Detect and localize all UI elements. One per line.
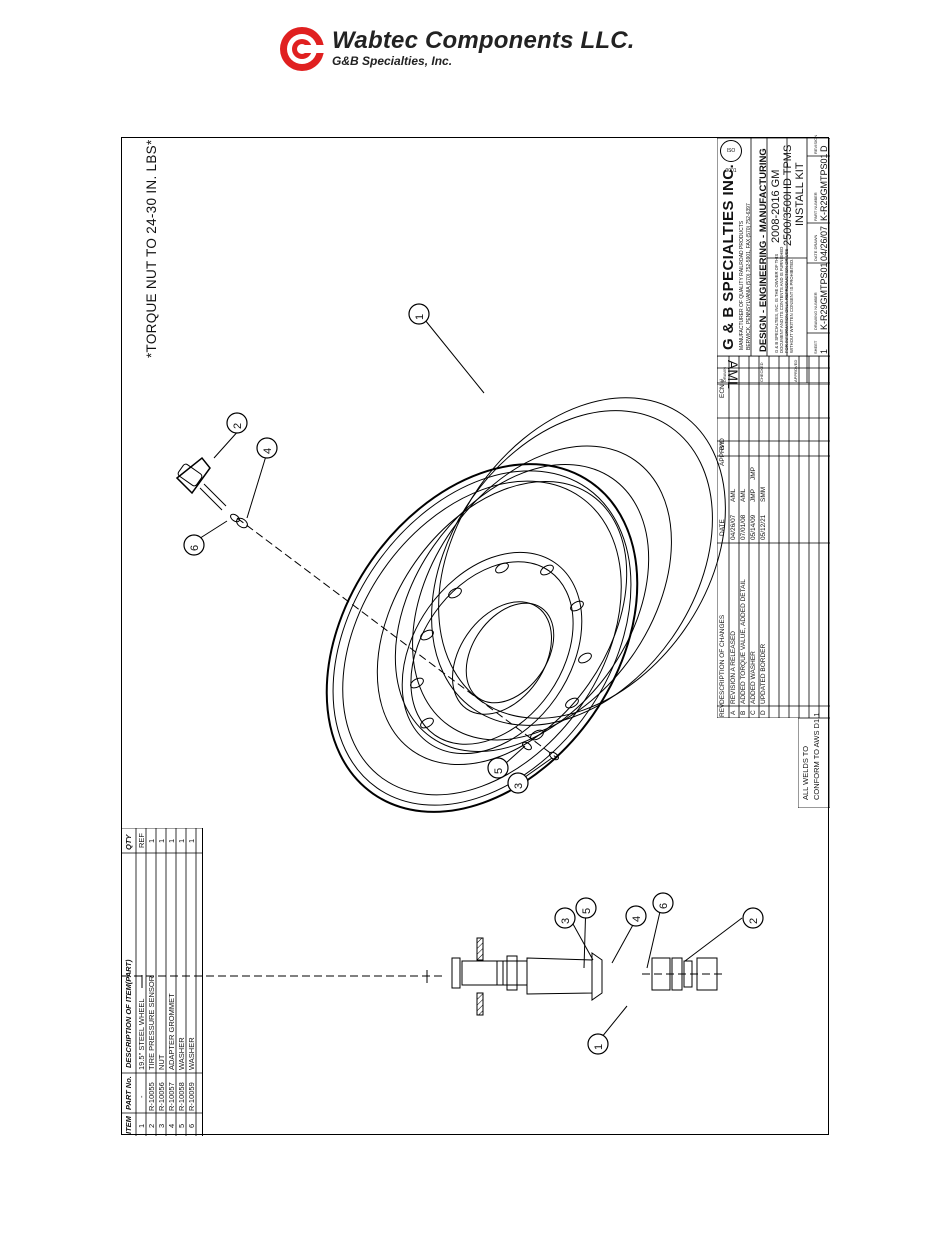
sheet-value: 1 xyxy=(819,348,829,354)
balloon-label-3: 3 xyxy=(513,782,525,789)
iso-badge: ISO 9001 xyxy=(720,140,742,174)
rev-row-c-desc: ADDED WASHER xyxy=(750,651,757,704)
company-name: Wabtec Components LLC. xyxy=(332,27,635,54)
balloon-label-4: 4 xyxy=(262,447,274,454)
company-subsidiary: G&B Specialties, Inc. xyxy=(332,54,453,68)
rev-row-b-date: 07/01/08 xyxy=(740,514,747,540)
parts-grid xyxy=(122,828,202,1136)
revision-grid xyxy=(717,356,830,718)
rev-header-desc: DESCRIPTION OF CHANGES xyxy=(719,614,726,704)
parts-list-table: ITEM PART No. DESCRIPTION OF ITEM(PART) … xyxy=(122,828,203,1136)
parts-row-4-qty: 1 xyxy=(167,838,176,843)
parts-row-6-desc: WASHER xyxy=(187,1037,196,1070)
balloon-label-2-detail: 2 xyxy=(748,917,760,924)
rev-row-a-desc: REVISION A RELEASED xyxy=(730,631,737,704)
torque-note: *TORQUE NUT TO 24-30 IN. LBS* xyxy=(144,139,159,358)
rev-row-d-rev: D xyxy=(760,710,767,715)
rev-row-c-date: 05/14/09 xyxy=(750,514,757,540)
rev-row-d-desc: UPDATED BORDER xyxy=(760,643,767,704)
parts-row-3-item: 3 xyxy=(157,1123,166,1128)
balloon-label-5-detail: 5 xyxy=(581,907,593,914)
parts-header-item: ITEM xyxy=(124,1116,133,1134)
wabtec-logo-icon xyxy=(280,27,326,71)
drawn-value: AML xyxy=(725,360,741,389)
part-number-label: PART NUMBER xyxy=(813,192,818,221)
rev-row-a-rev: A xyxy=(730,710,737,715)
parts-row-5-desc: WASHER xyxy=(177,1037,186,1070)
revision-label: REVISION xyxy=(813,134,818,154)
balloon-label-3-detail: 3 xyxy=(560,917,572,924)
parts-header-part-no: PART No. xyxy=(124,1076,133,1110)
weld-note-box xyxy=(798,718,830,808)
title-line-3: INSTALL KIT xyxy=(794,162,806,226)
parts-header-qty: QTY xyxy=(124,834,133,850)
parts-header-description: DESCRIPTION OF ITEM(PART) xyxy=(124,959,133,1068)
title-subline-1: MANUFACTURER OF QUALITY RAILROAD PRODUCT… xyxy=(739,220,745,350)
title-block-grid xyxy=(717,138,830,383)
rev-row-b-desc: ADDED TORQUE VALUE, ADDED DETAIL xyxy=(740,579,747,704)
parts-row-2-desc: TIRE PRESSURE SENSOR xyxy=(147,975,156,1070)
parts-row-3-desc: NUT xyxy=(157,1054,166,1070)
checked-label: CHECKED xyxy=(759,362,764,382)
parts-row-1-qty: REF xyxy=(137,833,146,848)
title-company-name: G & B SPECIALTIES INC. xyxy=(720,163,737,350)
parts-row-1-part: - xyxy=(137,1095,146,1099)
parts-row-6-qty: 1 xyxy=(187,838,196,843)
rev-row-a-by: AML xyxy=(730,488,737,502)
sheet-label: SHEET xyxy=(813,340,818,354)
rev-row-c-by: JMP xyxy=(750,489,757,502)
rev-row-a-date: 04/26/07 xyxy=(730,514,737,540)
balloon-label-5: 5 xyxy=(493,767,505,774)
parts-row-4-desc: ADAPTER GROMMET xyxy=(167,993,176,1070)
balloon-label-1: 1 xyxy=(414,313,426,320)
rev-row-c-apprvd: JMP xyxy=(750,467,757,480)
rev-header-rev: REV xyxy=(719,703,726,717)
part-number: K-R29GMTPS01 xyxy=(819,153,829,221)
drawing-number-label: DRAWING NUMBER xyxy=(813,292,818,330)
title-legal-4: WITHOUT WRITTEN CONSENT IS PROHIBITED. xyxy=(789,258,794,353)
parts-row-5-qty: 1 xyxy=(177,838,186,843)
parts-row-2-item: 2 xyxy=(147,1123,156,1128)
parts-row-4-part: R-10057 xyxy=(167,1082,176,1111)
parts-row-1-item: 1 xyxy=(137,1123,146,1128)
rev-row-d-by: SMM xyxy=(760,486,767,502)
title-subline-2: BERWICK, PENNSYLVANIA (570) 752-5901, FA… xyxy=(746,203,752,350)
title-disciplines: DESIGN - ENGINEERING - MANUFACTURING xyxy=(758,148,769,352)
parts-row-3-qty: 1 xyxy=(157,838,166,843)
rev-row-b-rev: B xyxy=(740,710,747,715)
rev-header-date: DATE xyxy=(719,519,726,536)
date-drawn-label: DATE DRAWN xyxy=(813,234,818,261)
parts-row-6-item: 6 xyxy=(187,1123,196,1128)
parts-row-6-part: R-10059 xyxy=(187,1082,196,1111)
balloon-label-1-detail: 1 xyxy=(593,1043,605,1050)
date-drawn-value: 04/26/07 xyxy=(819,225,829,261)
rev-row-d-date: 05/12/21 xyxy=(760,514,767,540)
parts-row-2-qty: 1 xyxy=(147,838,156,843)
parts-row-3-part: R-10056 xyxy=(157,1082,166,1111)
drawing-sheet: 1 2 4 6 5 3 3 5 4 6 2 1 *TORQUE NUT TO 2… xyxy=(121,134,830,1136)
drawing-number: K-R29GMTPS01 xyxy=(819,262,829,330)
balloon-label-4-detail: 4 xyxy=(631,915,643,922)
parts-row-2-part: R-10055 xyxy=(147,1082,156,1111)
parts-row-5-part: R-10058 xyxy=(177,1082,186,1111)
parts-row-5-item: 5 xyxy=(177,1123,186,1128)
parts-row-4-item: 4 xyxy=(167,1123,176,1128)
rev-header-apprvd: APPRV'D xyxy=(719,438,726,466)
company-logo: Wabtec Components LLC. G&B Specialties, … xyxy=(278,25,698,75)
revision-value: D xyxy=(819,145,829,153)
balloon-label-2: 2 xyxy=(232,422,244,429)
parts-row-1-desc: 19.5" STEEL WHEEL xyxy=(137,998,146,1070)
title-line-2: 2500/3500HD TPMS xyxy=(782,144,794,246)
balloon-label-6-detail: 6 xyxy=(658,902,670,909)
rev-row-c-rev: C xyxy=(750,710,757,715)
approved-label: APPROVED xyxy=(793,359,798,382)
balloon-label-6: 6 xyxy=(189,544,201,551)
rev-row-b-by: AML xyxy=(740,488,747,502)
title-line-1: 2008-2016 GM xyxy=(770,169,782,243)
